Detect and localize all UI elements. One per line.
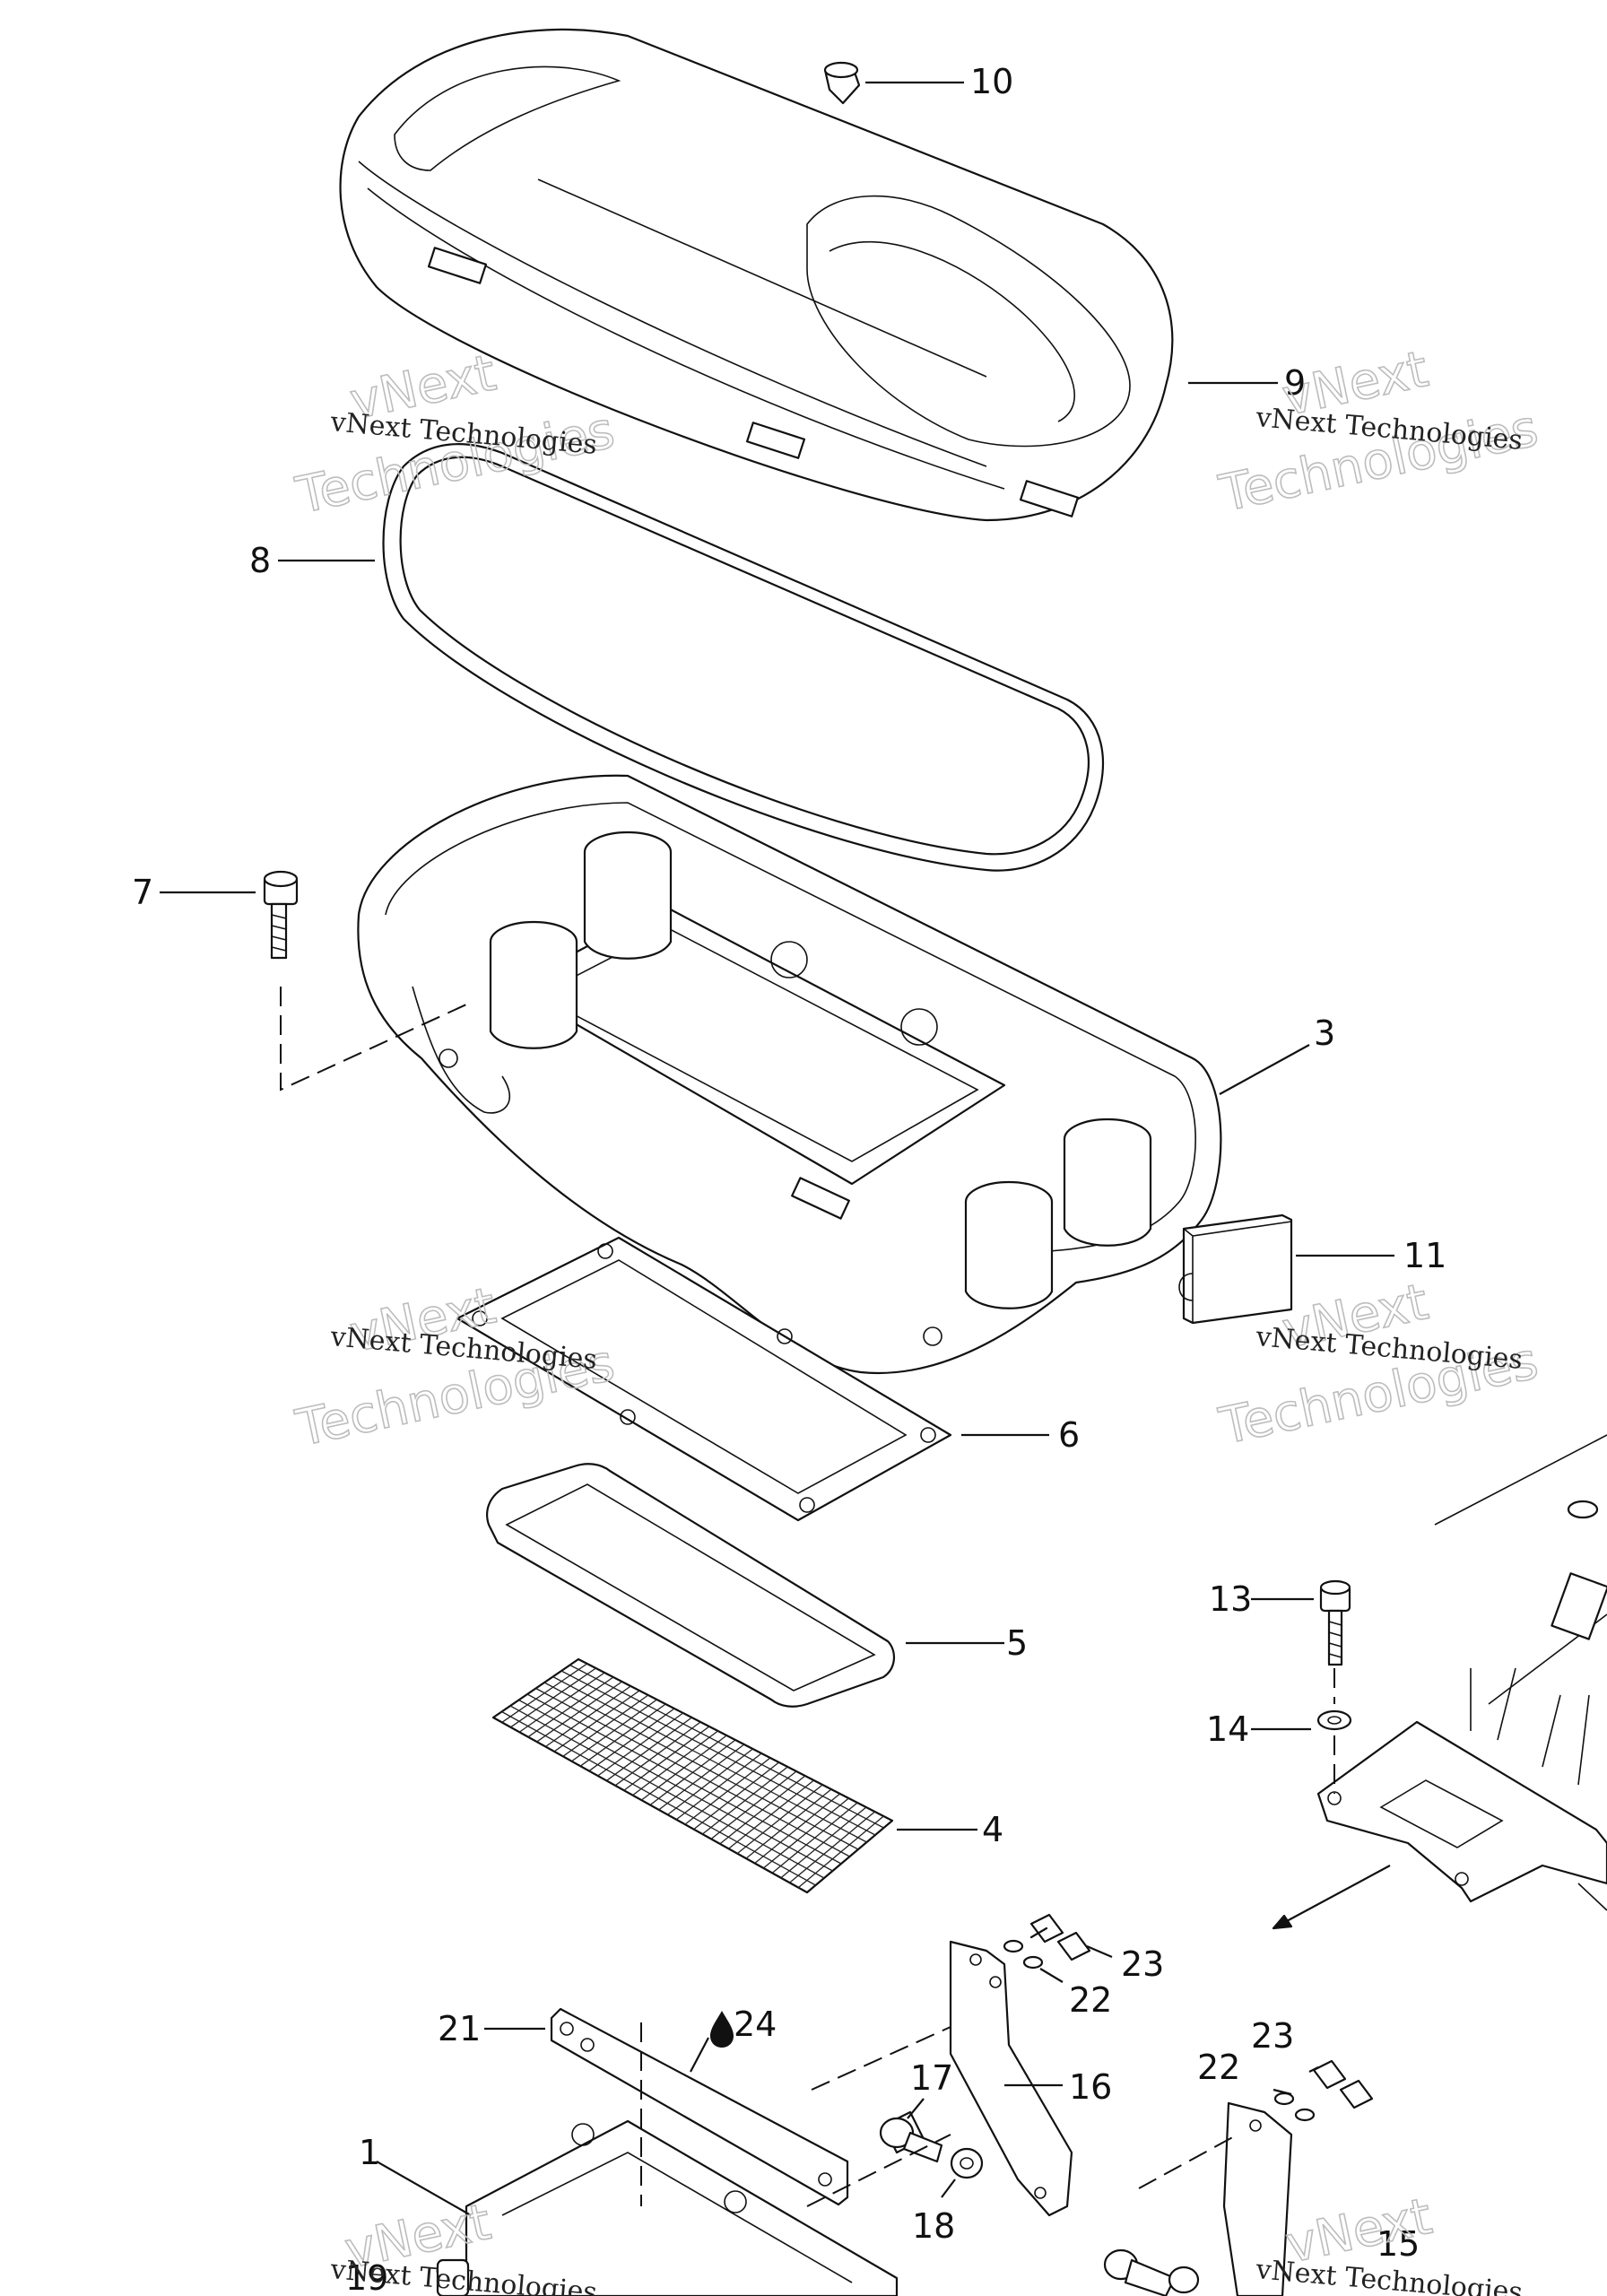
filter-mesh-line <box>543 1682 859 1850</box>
callout-23a: 23 <box>1121 1944 1164 1984</box>
part-7-screw <box>263 870 299 960</box>
callout-8: 8 <box>249 541 271 580</box>
part-1-base <box>465 2119 899 2296</box>
leader-lines <box>160 81 1394 2216</box>
callout-16: 16 <box>1069 2067 1112 2107</box>
part-4-filter <box>491 1657 894 1894</box>
callout-11: 11 <box>1403 1236 1446 1275</box>
part-14-washer <box>1316 1709 1352 1731</box>
part-8-gasket <box>382 443 1105 872</box>
part-19-nut <box>436 2258 470 2296</box>
part-10-grommet <box>823 61 861 105</box>
callout-labels: 10 9 8 7 3 11 6 5 4 13 14 23 22 16 17 18… <box>132 62 1446 2296</box>
part-16-bracket <box>949 1940 1073 2217</box>
callout-3: 3 <box>1314 1013 1335 1053</box>
callout-22b: 22 <box>1197 2048 1240 2087</box>
right-bracket <box>1316 1434 1607 1903</box>
callout-10: 10 <box>970 62 1013 101</box>
callout-21: 21 <box>438 2009 481 2048</box>
callout-22a: 22 <box>1069 1980 1112 2020</box>
callout-9: 9 <box>1284 363 1306 403</box>
callout-19: 19 <box>345 2258 388 2296</box>
callout-5: 5 <box>1006 1623 1028 1663</box>
hardware-22-washers <box>1003 1939 1316 2122</box>
callout-4: 4 <box>982 1810 1003 1849</box>
callout-1: 1 <box>359 2133 380 2172</box>
part-18-washer <box>950 2147 984 2179</box>
callout-18: 18 <box>912 2206 955 2246</box>
filter-mesh-line <box>552 1675 867 1843</box>
filter-mesh-line <box>526 1693 842 1865</box>
part-13-screw <box>1319 1579 1351 1666</box>
part-5-gasket <box>486 1463 895 1708</box>
drop-icon <box>710 2011 734 2048</box>
callout-13: 13 <box>1209 1579 1252 1619</box>
hardware-23-bolts <box>1029 1913 1374 2109</box>
part-17-screw <box>879 2110 943 2163</box>
assembly-dash-lines <box>280 987 1607 2207</box>
callout-14: 14 <box>1206 1709 1249 1749</box>
callout-15: 15 <box>1377 2224 1420 2264</box>
part-3-body <box>357 774 1222 1375</box>
filter-mesh-line <box>569 1664 884 1829</box>
callout-23b: 23 <box>1251 2016 1294 2056</box>
filter-mesh-line <box>518 1699 833 1872</box>
callout-17: 17 <box>910 2058 953 2098</box>
filter-mesh-line <box>509 1705 825 1879</box>
part-9-cover <box>339 28 1174 522</box>
callout-7: 7 <box>132 873 153 912</box>
callout-6: 6 <box>1058 1415 1080 1455</box>
filter-mesh-line <box>501 1710 816 1886</box>
filter-mesh-line <box>560 1670 876 1836</box>
part-21-strip <box>550 2007 849 2206</box>
callout-24: 24 <box>734 2005 777 2044</box>
part-11-clip <box>1178 1213 1293 1325</box>
part-16b-bracket <box>1222 2101 1293 2296</box>
filter-mesh-line <box>535 1687 850 1857</box>
part-6-plate <box>456 1236 952 1522</box>
part-15-screw <box>1103 2248 1200 2296</box>
